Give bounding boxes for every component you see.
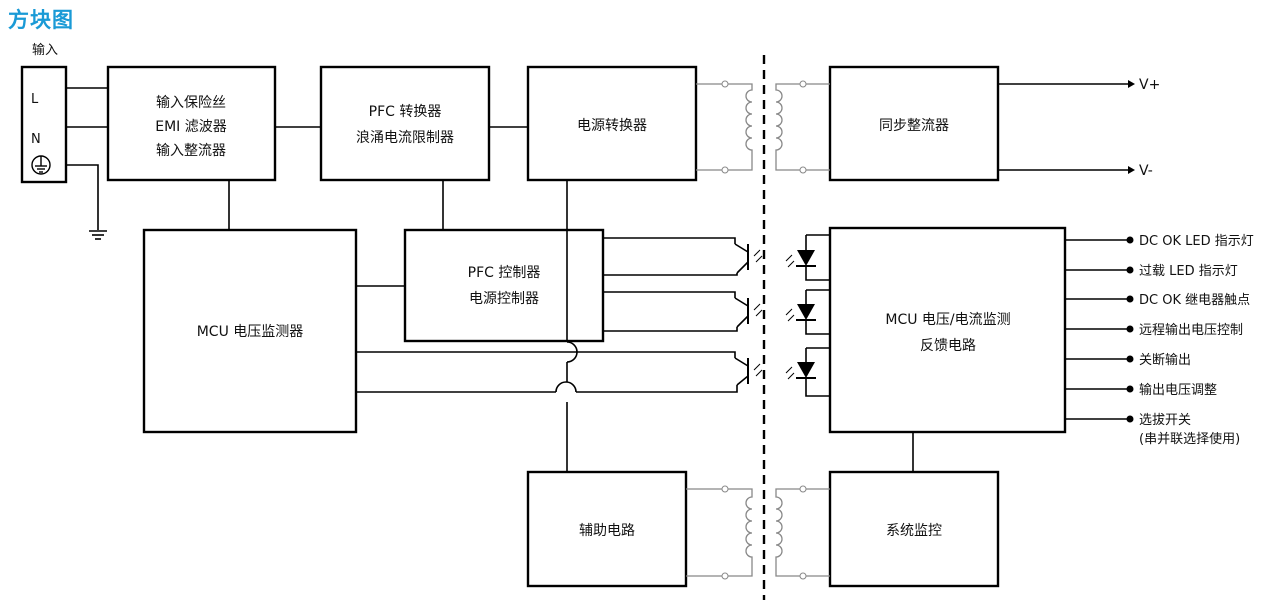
signal-voltage-adjust: 输出电压调整 [1139,382,1217,398]
signal-dc-ok-relay: DC OK 继电器触点 [1139,293,1250,308]
earth-ground-icon [31,155,51,175]
optocoupler-icon [734,234,830,397]
block-sync-rectifier [828,65,1000,182]
block-pfc-converter [319,65,491,182]
block-power-converter [526,65,698,182]
block-pfc-controller [403,228,605,343]
signal-shutdown-output: 关断输出 [1139,352,1191,368]
block-fuse-line2: EMI 滤波器 [155,119,227,135]
block-pfc-converter-line2: 浪涌电流限制器 [356,130,454,146]
chassis-ground-icon [89,230,107,240]
block-mcu-voltage-monitor [142,228,358,434]
input-terminal-n: N [31,132,41,147]
block-mcu-feedback [828,226,1067,434]
signal-select-switch-note: (串并联选择使用) [1139,431,1240,447]
block-fuse-line1: 输入保险丝 [156,95,226,111]
input-terminal-l: L [31,92,39,107]
block-pfc-converter-line1: PFC 转换器 [369,103,442,120]
block-fuse-emi-rectifier [106,65,277,182]
block-sync-rectifier-label: 同步整流器 [879,118,949,134]
output-v-plus: V+ [1139,77,1160,93]
transformer-icon [696,80,830,174]
block-system-monitor [828,470,1000,588]
signal-remote-voltage-control: 远程输出电压控制 [1139,322,1243,338]
block-pfc-controller-line2: 电源控制器 [469,291,539,307]
block-mcu-feedback-line1: MCU 电压/电流监测 [885,312,1010,328]
signal-select-switch: 选拔开关 [1139,413,1191,428]
page-title: 方块图 [8,8,74,32]
block-aux-circuit [526,470,688,588]
signal-overload-led: 过载 LED 指示灯 [1139,264,1238,279]
block-mcu-monitor-label: MCU 电压监测器 [197,324,304,340]
block-power-converter-label: 电源转换器 [577,117,647,134]
signal-dc-ok-led: DC OK LED 指示灯 [1139,234,1254,249]
output-v-minus: V- [1139,163,1153,179]
block-pfc-controller-line1: PFC 控制器 [468,265,541,281]
input-terminal-block [20,65,68,184]
transformer-icon [686,485,830,580]
block-aux-label: 辅助电路 [579,523,635,539]
block-mcu-feedback-line2: 反馈电路 [920,338,976,354]
input-title: 输入 [32,42,58,58]
block-fuse-line3: 输入整流器 [156,143,226,159]
block-system-monitor-label: 系统监控 [886,523,942,539]
